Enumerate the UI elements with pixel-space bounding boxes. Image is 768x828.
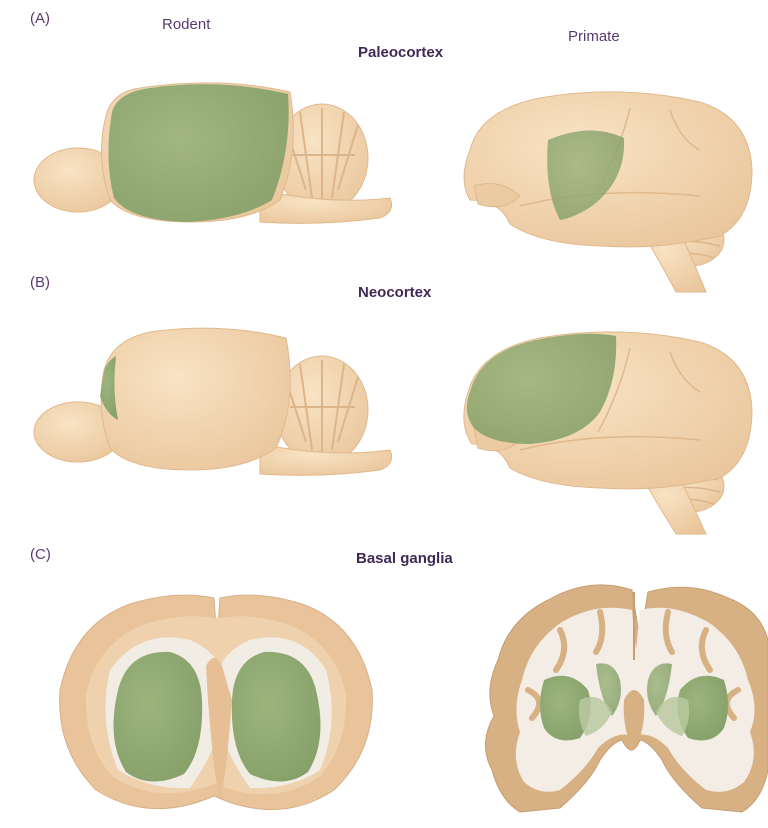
primate-basal-ganglia-section xyxy=(485,585,768,812)
rodent-brain-neocortex xyxy=(34,328,392,475)
rodent-brain-paleocortex xyxy=(34,83,392,223)
primate-brain-paleocortex xyxy=(464,92,752,292)
primate-brain-neocortex xyxy=(464,332,752,534)
rodent-basal-ganglia-section xyxy=(60,595,373,810)
